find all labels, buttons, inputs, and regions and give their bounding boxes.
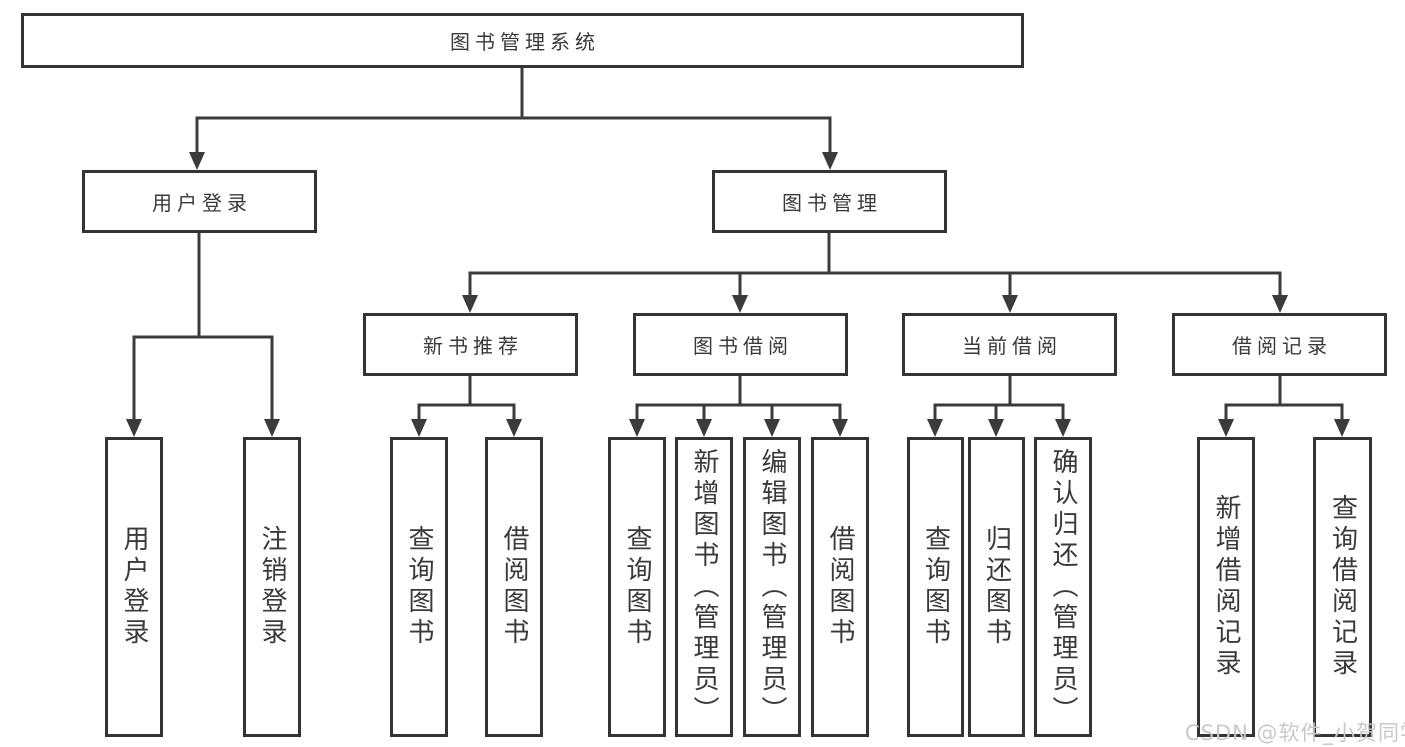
node-label: 图书管理 xyxy=(782,191,882,215)
leaf-label: 借阅图书 xyxy=(499,525,529,649)
leaf-borrow-book-recommend: 借阅图书 xyxy=(485,437,543,737)
leaf-label: 借阅图书 xyxy=(825,525,855,649)
csdn-watermark: CSDN @软件_小贺同学 xyxy=(1185,721,1405,745)
connector-recommend-to-leaves xyxy=(411,376,522,437)
leaf-label: 确认归还（管理员） xyxy=(1048,447,1078,727)
leaf-borrow-book: 借阅图书 xyxy=(811,437,869,737)
leaf-logout: 注销登录 xyxy=(243,437,301,737)
node-label: 新书推荐 xyxy=(423,334,523,358)
connector-records-to-leaves xyxy=(1218,376,1350,437)
node-user-login: 用户登录 xyxy=(82,170,317,233)
leaf-query-borrow-record: 查询借阅记录 xyxy=(1313,437,1372,737)
node-book-management: 图书管理 xyxy=(712,170,947,233)
leaf-query-book-recommend: 查询图书 xyxy=(390,437,448,737)
node-label: 用户登录 xyxy=(152,191,252,215)
node-label: 图书借阅 xyxy=(693,334,793,358)
connector-current-to-leaves xyxy=(927,376,1071,437)
leaf-label: 查询图书 xyxy=(404,525,434,649)
leaf-query-book-borrow: 查询图书 xyxy=(608,437,666,737)
node-current-borrow: 当前借阅 xyxy=(902,313,1117,376)
leaf-label: 查询图书 xyxy=(920,525,951,649)
connector-root-to-level2 xyxy=(189,68,838,170)
leaf-add-borrow-record: 新增借阅记录 xyxy=(1197,437,1255,737)
connector-borrow-to-leaves xyxy=(629,376,848,437)
leaf-label: 用户登录 xyxy=(119,525,149,649)
leaf-label: 查询图书 xyxy=(622,525,652,649)
leaf-label: 新增图书（管理员） xyxy=(689,447,719,727)
node-book-borrow: 图书借阅 xyxy=(633,313,848,376)
node-library-management-system: 图书管理系统 xyxy=(21,13,1024,68)
leaf-label: 编辑图书（管理员） xyxy=(757,447,787,727)
leaf-confirm-return-admin: 确认归还（管理员） xyxy=(1034,437,1092,737)
leaf-query-book-current: 查询图书 xyxy=(907,437,964,737)
leaf-label: 归还图书 xyxy=(981,525,1012,649)
leaf-label: 新增借阅记录 xyxy=(1211,494,1241,680)
leaf-label: 注销登录 xyxy=(257,525,287,649)
connector-login-to-leaves xyxy=(126,233,280,437)
leaf-label: 查询借阅记录 xyxy=(1327,494,1358,680)
connector-mgmt-to-level3 xyxy=(462,233,1288,313)
leaf-return-book: 归还图书 xyxy=(968,437,1025,737)
node-label: 借阅记录 xyxy=(1232,334,1332,358)
leaf-add-book-admin: 新增图书（管理员） xyxy=(675,437,733,737)
node-borrow-records: 借阅记录 xyxy=(1172,313,1387,376)
node-new-book-recommend: 新书推荐 xyxy=(363,313,578,376)
leaf-user-login: 用户登录 xyxy=(105,437,163,737)
leaf-edit-book-admin: 编辑图书（管理员） xyxy=(743,437,801,737)
node-label: 当前借阅 xyxy=(962,334,1062,358)
node-label: 图书管理系统 xyxy=(450,30,600,54)
